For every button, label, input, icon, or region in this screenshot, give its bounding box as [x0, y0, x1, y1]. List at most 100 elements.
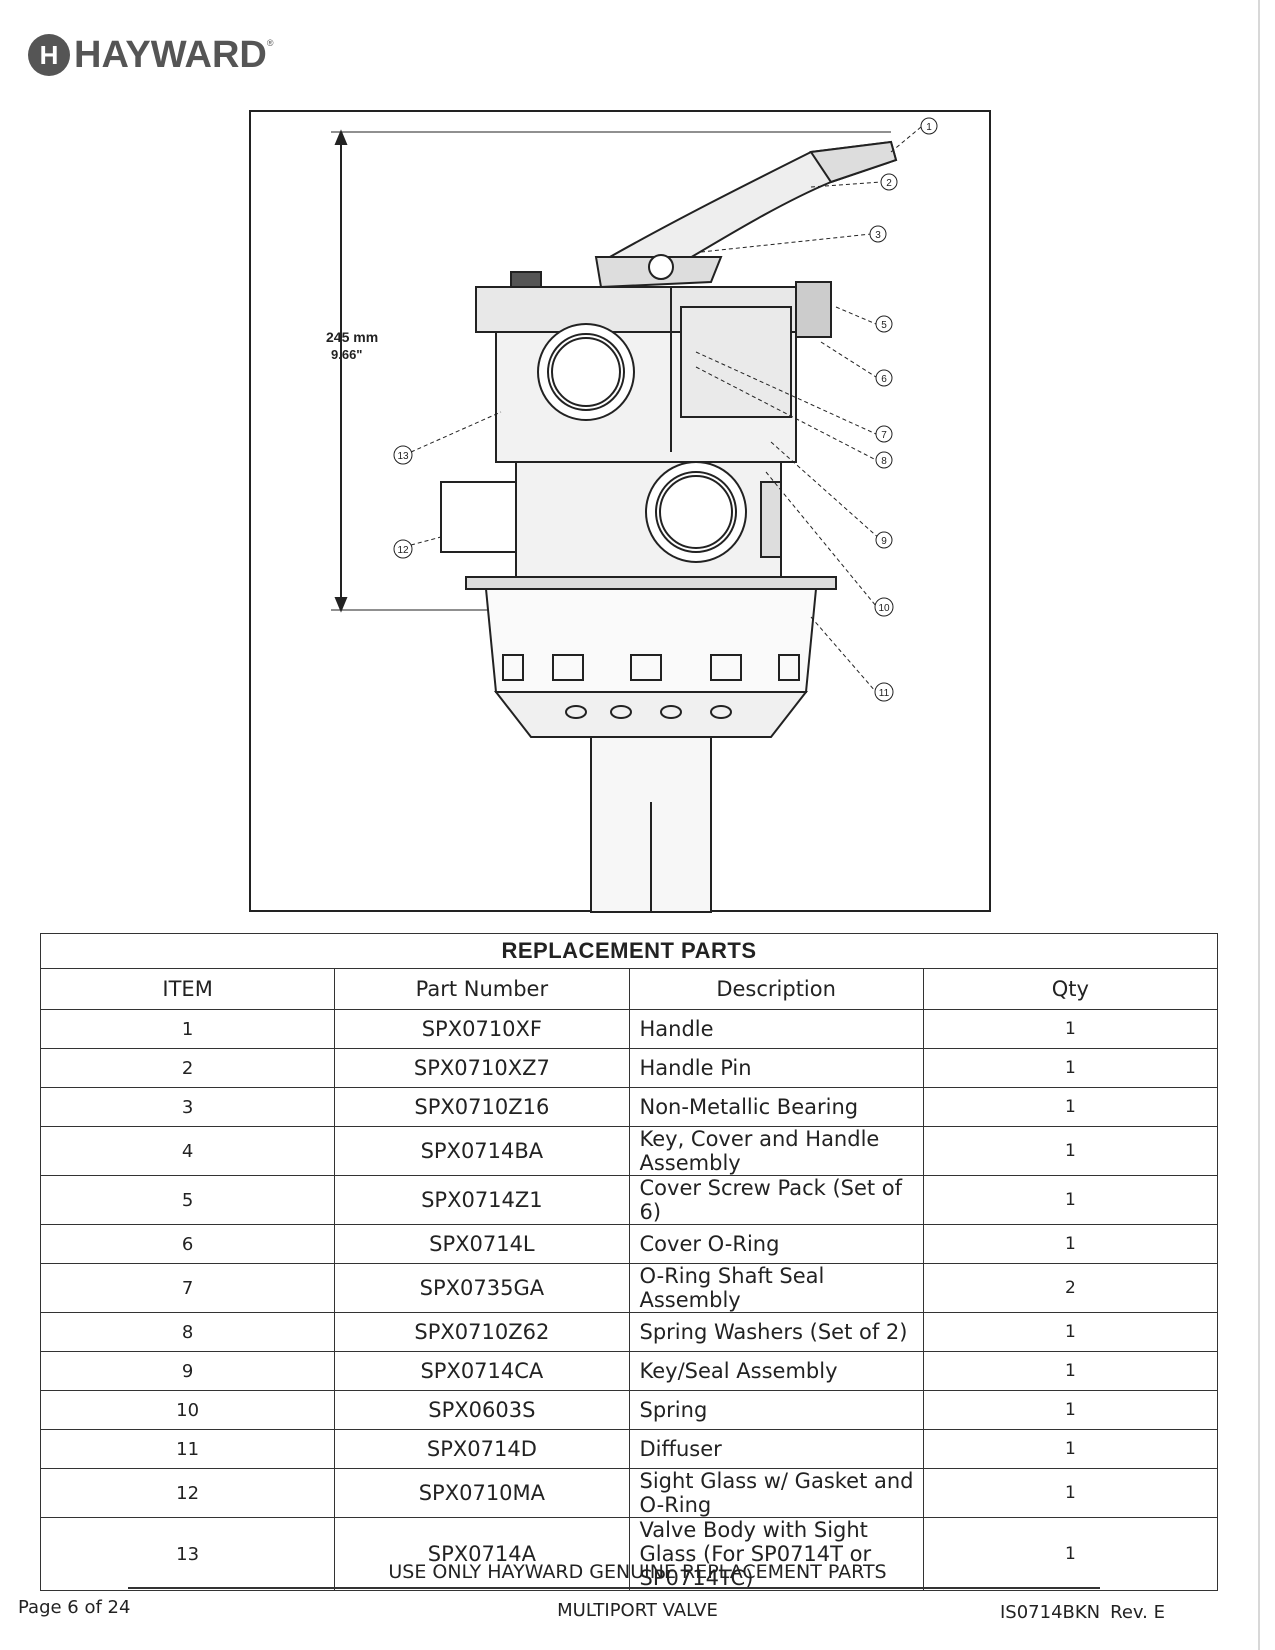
hayward-logo: H HAYWARD ®: [28, 30, 273, 80]
callout-8: 8: [881, 456, 887, 467]
multiport-valve-drawing: 245 mm 9.66" 1 2 3 5 6 7 8 9 10 11 12: [326, 117, 938, 913]
callout-5: 5: [881, 320, 887, 331]
part-qty: 1: [922, 1517, 1219, 1591]
header-qty: Qty: [922, 968, 1219, 1010]
callout-3: 3: [875, 230, 881, 241]
callout-11: 11: [879, 688, 890, 699]
callout-10: 10: [878, 603, 890, 614]
item-number: 4: [39, 1126, 336, 1176]
part-number: SPX0710XF: [334, 1009, 630, 1049]
part-qty: 1: [922, 1312, 1219, 1352]
table-row: 5 SPX0714Z1 Cover Screw Pack (Set of 6) …: [39, 1175, 1219, 1225]
part-description: Key/Seal Assembly: [628, 1351, 924, 1391]
part-qty: 1: [922, 1048, 1219, 1088]
part-description: Non-Metallic Bearing: [628, 1087, 924, 1127]
sight-glass: [760, 481, 782, 558]
part-description: Diffuser: [628, 1429, 924, 1469]
valve-flange: [465, 576, 837, 590]
hayward-logo-wordmark: HAYWARD: [74, 33, 267, 76]
hayward-logo-mark: H: [28, 34, 70, 76]
part-qty: 2: [922, 1263, 1219, 1313]
footer-divider: [128, 1587, 1100, 1589]
part-description: Spring: [628, 1390, 924, 1430]
dimension-mm: 245 mm: [326, 329, 378, 345]
exploded-view-figure: 245 mm 9.66" 1 2 3 5 6 7 8 9 10 11 12: [249, 110, 991, 913]
part-description: Key, Cover and Handle Assembly: [628, 1126, 924, 1176]
callout-2: 2: [886, 178, 892, 189]
part-qty: 1: [922, 1224, 1219, 1264]
item-number: 11: [39, 1429, 336, 1469]
page-number: Page 6 of 24: [18, 1597, 131, 1618]
table-row: 11 SPX0714D Diffuser 1: [39, 1429, 1219, 1469]
part-number: SPX0710Z16: [334, 1087, 630, 1127]
table-row: 6 SPX0714L Cover O-Ring 1: [39, 1224, 1219, 1264]
table-row: 4 SPX0714BA Key, Cover and Handle Assemb…: [39, 1126, 1219, 1176]
part-qty: 1: [922, 1351, 1219, 1391]
part-qty: 1: [922, 1429, 1219, 1469]
document-id: IS0714BKN Rev. E: [1000, 1602, 1165, 1623]
table-row: 13 SPX0714A Valve Body with Sight Glass …: [39, 1517, 1219, 1591]
part-qty: 1: [922, 1087, 1219, 1127]
document-number: IS0714BKN: [999, 1602, 1101, 1623]
part-number: SPX0714Z1: [334, 1175, 630, 1225]
item-number: 5: [39, 1175, 336, 1225]
part-qty: 1: [922, 1009, 1219, 1049]
diffuser: [484, 588, 818, 693]
callout-9: 9: [881, 536, 887, 547]
callout-7: 7: [881, 430, 887, 441]
parts-table-title: REPLACEMENT PARTS: [40, 933, 1218, 969]
part-number: SPX0714L: [334, 1224, 630, 1264]
item-number: 10: [39, 1390, 336, 1430]
side-port: [440, 481, 517, 553]
part-number: SPX0714A: [334, 1517, 630, 1591]
callout-6: 6: [881, 374, 887, 385]
part-number: SPX0714BA: [334, 1126, 630, 1176]
registered-mark: ®: [266, 38, 274, 48]
part-number: SPX0714CA: [334, 1351, 630, 1391]
table-row: 12 SPX0710MA Sight Glass w/ Gasket and O…: [39, 1468, 1219, 1518]
part-description: Sight Glass w/ Gasket and O-Ring: [628, 1468, 924, 1518]
header-description: Description: [628, 968, 924, 1010]
table-row: 7 SPX0735GA O-Ring Shaft Seal Assembly 2: [39, 1263, 1219, 1313]
document-revision: Rev. E: [1110, 1602, 1165, 1623]
genuine-parts-note: USE ONLY HAYWARD GENUINE REPLACEMENT PAR…: [388, 1561, 887, 1583]
part-description: Handle Pin: [628, 1048, 924, 1088]
part-description: Spring Washers (Set of 2): [628, 1312, 924, 1352]
part-qty: 1: [922, 1468, 1219, 1518]
part-description: Cover O-Ring: [628, 1224, 924, 1264]
header-part-number: Part Number: [334, 968, 630, 1010]
item-number: 6: [39, 1224, 336, 1264]
dimension-in: 9.66": [331, 347, 362, 362]
table-row: 3 SPX0710Z16 Non-Metallic Bearing 1: [39, 1087, 1219, 1127]
table-row: 9 SPX0714CA Key/Seal Assembly 1: [39, 1351, 1219, 1391]
part-number: SPX0603S: [334, 1390, 630, 1430]
part-qty: 1: [922, 1390, 1219, 1430]
item-number: 2: [39, 1048, 336, 1088]
item-number: 13: [39, 1517, 336, 1591]
item-number: 9: [39, 1351, 336, 1391]
replacement-parts-table: REPLACEMENT PARTS ITEM Part Number Descr…: [39, 933, 1219, 1591]
part-number: SPX0710XZ7: [334, 1048, 630, 1088]
part-description: O-Ring Shaft Seal Assembly: [628, 1263, 924, 1313]
item-number: 3: [39, 1087, 336, 1127]
part-description: Handle: [628, 1009, 924, 1049]
part-number: SPX0714D: [334, 1429, 630, 1469]
header-item: ITEM: [39, 968, 336, 1010]
item-number: 1: [39, 1009, 336, 1049]
part-number: SPX0735GA: [334, 1263, 630, 1313]
item-number: 8: [39, 1312, 336, 1352]
callout-1: 1: [926, 122, 932, 133]
part-number: SPX0710Z62: [334, 1312, 630, 1352]
table-row: 1 SPX0710XF Handle 1: [39, 1009, 1219, 1049]
page-edge-shadow: [1258, 0, 1260, 1650]
part-description: Valve Body with Sight Glass (For SP0714T…: [628, 1517, 924, 1591]
document-title: MULTIPORT VALVE: [557, 1600, 718, 1621]
table-row: 2 SPX0710XZ7 Handle Pin 1: [39, 1048, 1219, 1088]
part-qty: 1: [922, 1126, 1219, 1176]
part-qty: 1: [922, 1175, 1219, 1225]
callout-12: 12: [397, 545, 409, 556]
item-number: 7: [39, 1263, 336, 1313]
part-number: SPX0710MA: [334, 1468, 630, 1518]
table-row: 10 SPX0603S Spring 1: [39, 1390, 1219, 1430]
part-description: Cover Screw Pack (Set of 6): [628, 1175, 924, 1225]
